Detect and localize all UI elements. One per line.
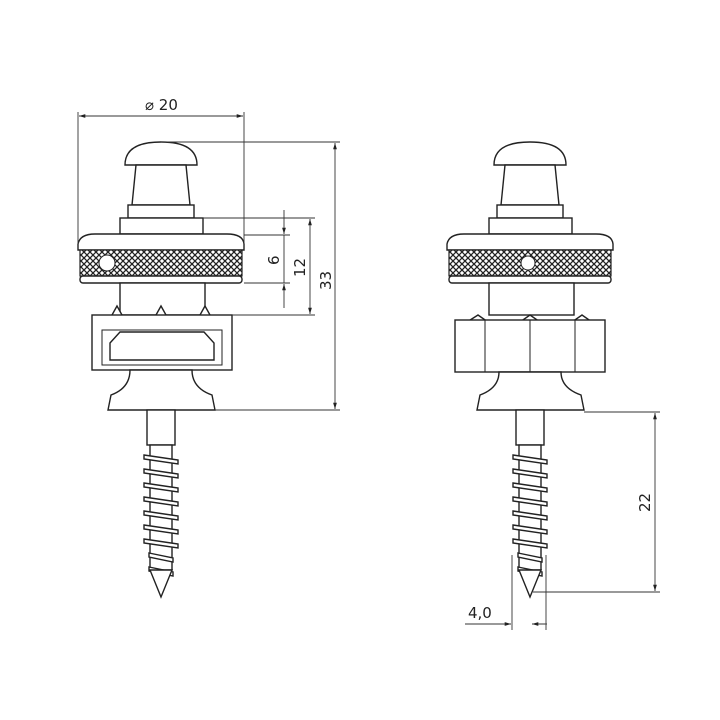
spool [476, 371, 585, 411]
thread-turn [143, 482, 179, 493]
screw-diameter-label: 4,0 [468, 604, 492, 622]
thread-turn [143, 454, 179, 465]
lock-hole [520, 255, 536, 271]
thread-turn [143, 468, 179, 479]
body [488, 282, 575, 316]
screw-tip [148, 569, 174, 599]
teeth [111, 304, 211, 316]
thread-turn [512, 510, 548, 521]
thread-turn [512, 538, 548, 549]
thread-turn [512, 468, 548, 479]
collar [119, 217, 204, 235]
thread-turn [512, 496, 548, 507]
screw-shank [146, 409, 176, 446]
neck [131, 164, 191, 206]
diameter-label: ⌀ 20 [145, 96, 178, 114]
screw-tip [517, 569, 543, 599]
front-view: ⌀ 20 33 12 6 [77, 96, 340, 599]
screw-thread [143, 444, 179, 577]
thread-turn [143, 538, 179, 549]
thread-turn [148, 552, 174, 563]
lock-window [101, 329, 223, 366]
thread-turn [143, 524, 179, 535]
lock-plate [109, 331, 215, 361]
ring-base [79, 275, 243, 284]
spool [107, 369, 216, 411]
overall-height-label: 33 [317, 271, 335, 290]
knurl-height-label: 6 [265, 255, 283, 265]
thread-turn [143, 510, 179, 521]
collar [488, 217, 573, 235]
thread-turn [512, 454, 548, 465]
button-cap [124, 141, 198, 166]
neck-base [496, 204, 564, 219]
thread-turn [512, 524, 548, 535]
neck [500, 164, 560, 206]
screw-shank [515, 409, 545, 446]
side-view: 22 4,0 [446, 141, 660, 630]
flange [446, 233, 614, 251]
thread-turn [143, 496, 179, 507]
lock-hole [98, 254, 116, 272]
screw-length-label: 22 [636, 493, 654, 512]
button-cap [493, 141, 567, 166]
thread-turn [512, 482, 548, 493]
thread-turn [517, 552, 543, 563]
screw-thread [512, 444, 548, 577]
flange [77, 233, 245, 251]
ring-base [448, 275, 612, 284]
neck-base [127, 204, 195, 219]
collar-height-label: 12 [291, 258, 309, 277]
